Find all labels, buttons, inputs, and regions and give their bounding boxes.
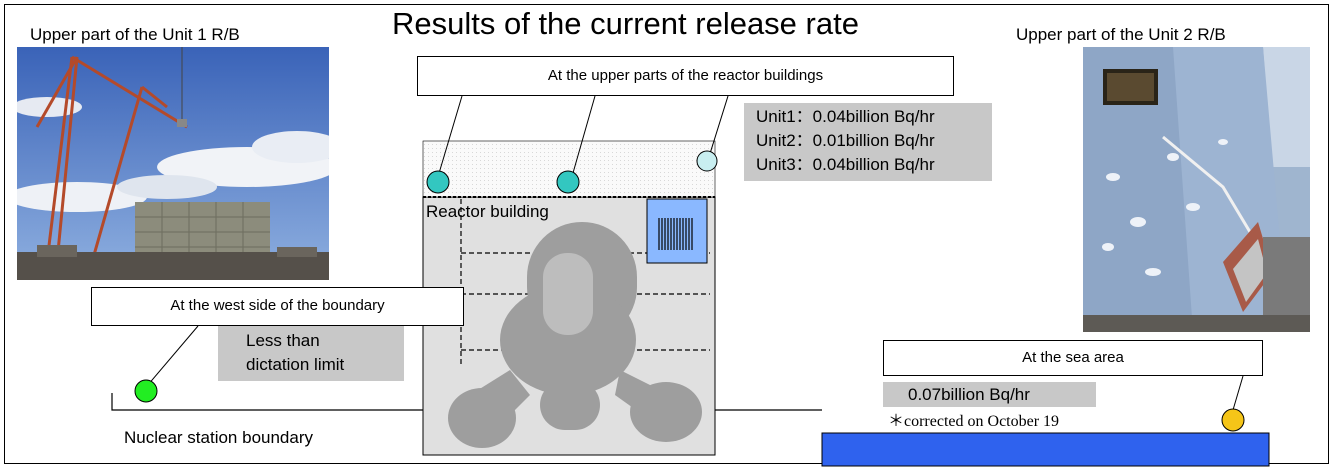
sea-monitor-marker	[1221, 408, 1245, 432]
unit1-reading: Unit1：0.04billion Bq/hr	[756, 107, 935, 126]
unit1-photo-caption: Upper part of the Unit 1 R/B	[30, 25, 240, 44]
sea-correction-note: ＊corrected on October 19	[888, 413, 1060, 430]
sea-area	[821, 432, 1270, 467]
unit2-photo-caption: Upper part of the Unit 2 R/B	[1016, 25, 1226, 44]
reactor-upper-callout: At the upper parts of the reactor buildi…	[417, 56, 954, 96]
unit1-photo	[17, 47, 329, 280]
diagram-frame	[4, 4, 1329, 464]
station-boundary-label: Nuclear station boundary	[124, 428, 314, 447]
unit3-monitor-marker	[696, 150, 718, 172]
page-title: Results of the current release rate	[392, 6, 859, 41]
sea-area-callout: At the sea area	[883, 340, 1263, 376]
reactor-readings-panel: Unit1：0.04billion Bq/hr Unit2：0.01billio…	[744, 103, 992, 181]
unit2-monitor-marker	[556, 170, 580, 194]
sea-reading-panel: 0.07billion Bq/hr	[883, 382, 1096, 407]
west-reading-line1: Less than	[246, 331, 320, 350]
sea-reading: 0.07billion Bq/hr	[908, 385, 1030, 404]
west-reading-line2: dictation limit	[246, 355, 345, 374]
west-reading-panel: Less than dictation limit	[218, 326, 404, 381]
boundary-line	[111, 393, 423, 411]
unit2-reading: Unit2：0.01billion Bq/hr	[756, 131, 935, 150]
west-boundary-marker	[134, 379, 158, 403]
west-boundary-callout: At the west side of the boundary	[91, 287, 464, 326]
unit2-photo	[1083, 47, 1310, 332]
unit1-monitor-marker	[426, 170, 450, 194]
reactor-building-label: Reactor building	[426, 202, 549, 221]
unit3-reading: Unit3：0.04billion Bq/hr	[756, 155, 935, 174]
